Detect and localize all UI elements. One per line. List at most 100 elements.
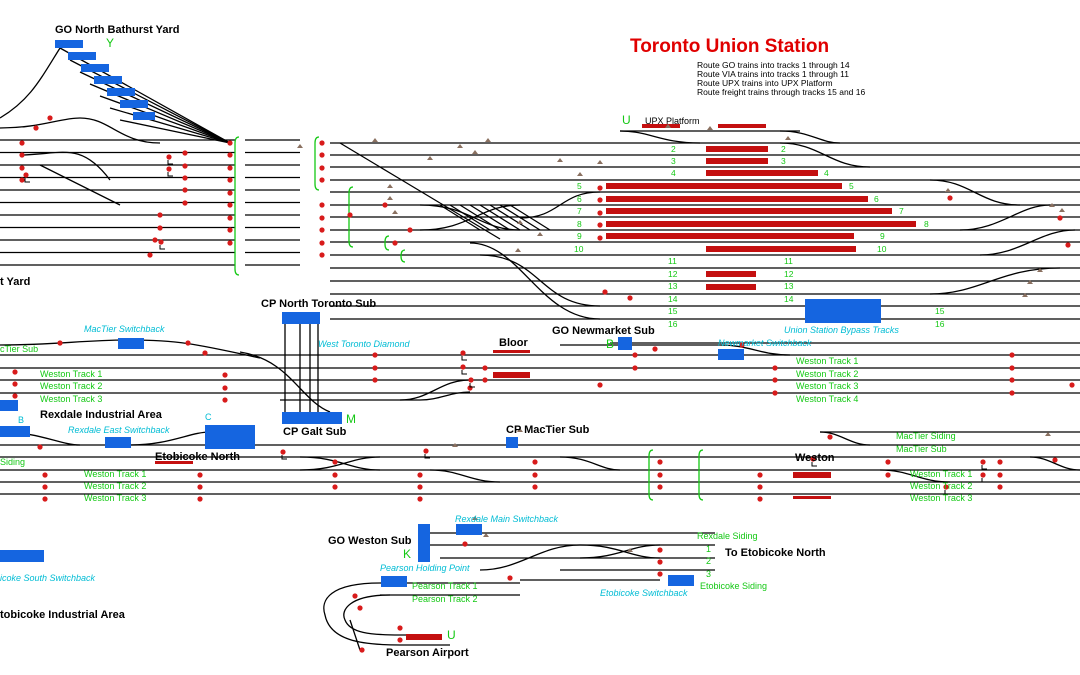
- block-section[interactable]: [282, 412, 342, 424]
- block-section[interactable]: [205, 425, 255, 449]
- signal-light[interactable]: [19, 140, 25, 146]
- block-section[interactable]: [133, 112, 155, 120]
- signal-light[interactable]: [352, 593, 358, 599]
- signal-light[interactable]: [757, 484, 763, 490]
- signal-light[interactable]: [602, 289, 608, 295]
- signal-light[interactable]: [19, 152, 25, 158]
- signal-light[interactable]: [222, 372, 228, 378]
- signal-light[interactable]: [157, 225, 163, 231]
- signal-light[interactable]: [627, 295, 633, 301]
- block-section[interactable]: [618, 337, 632, 350]
- block-section[interactable]: [118, 338, 144, 349]
- signal-light[interactable]: [482, 377, 488, 383]
- signal-light[interactable]: [997, 472, 1003, 478]
- signal-light[interactable]: [657, 559, 663, 565]
- signal-light[interactable]: [319, 152, 325, 158]
- signal-light[interactable]: [319, 252, 325, 258]
- signal-light[interactable]: [772, 390, 778, 396]
- signal-light[interactable]: [397, 637, 403, 643]
- signal-light[interactable]: [12, 393, 18, 399]
- signal-light[interactable]: [182, 163, 188, 169]
- signal-light[interactable]: [810, 456, 816, 462]
- signal-light[interactable]: [597, 210, 603, 216]
- signal-light[interactable]: [372, 377, 378, 383]
- signal-light[interactable]: [57, 340, 63, 346]
- signal-light[interactable]: [19, 165, 25, 171]
- signal-light[interactable]: [319, 177, 325, 183]
- signal-light[interactable]: [12, 369, 18, 375]
- block-section[interactable]: [120, 100, 148, 108]
- signal-light[interactable]: [757, 496, 763, 502]
- signal-light[interactable]: [947, 195, 953, 201]
- signal-light[interactable]: [166, 166, 172, 172]
- signal-light[interactable]: [37, 444, 43, 450]
- block-section[interactable]: [456, 524, 482, 535]
- signal-light[interactable]: [657, 547, 663, 553]
- block-section[interactable]: [282, 312, 320, 324]
- signal-light[interactable]: [182, 187, 188, 193]
- signal-light[interactable]: [657, 472, 663, 478]
- signal-light[interactable]: [417, 484, 423, 490]
- block-sections[interactable]: [0, 40, 881, 587]
- block-section[interactable]: [105, 437, 131, 448]
- signal-light[interactable]: [42, 496, 48, 502]
- signal-light[interactable]: [632, 365, 638, 371]
- signal-light[interactable]: [227, 190, 233, 196]
- block-section[interactable]: [55, 40, 83, 48]
- signal-light[interactable]: [332, 459, 338, 465]
- signal-light[interactable]: [462, 541, 468, 547]
- signal-light[interactable]: [319, 240, 325, 246]
- signal-light[interactable]: [33, 125, 39, 131]
- signal-light[interactable]: [222, 397, 228, 403]
- signal-light[interactable]: [1057, 215, 1063, 221]
- block-section[interactable]: [0, 426, 30, 437]
- signal-light[interactable]: [1052, 457, 1058, 463]
- signal-light[interactable]: [407, 227, 413, 233]
- signal-light[interactable]: [757, 472, 763, 478]
- signal-light[interactable]: [19, 177, 25, 183]
- signal-light[interactable]: [280, 449, 286, 455]
- signal-light[interactable]: [332, 484, 338, 490]
- signal-light[interactable]: [597, 185, 603, 191]
- signal-light[interactable]: [1069, 382, 1075, 388]
- signal-light[interactable]: [197, 472, 203, 478]
- signal-light[interactable]: [827, 434, 833, 440]
- signal-light[interactable]: [47, 115, 53, 121]
- signal-light[interactable]: [597, 235, 603, 241]
- block-section[interactable]: [668, 575, 694, 586]
- signal-light[interactable]: [372, 365, 378, 371]
- signal-light[interactable]: [1065, 242, 1071, 248]
- signal-light[interactable]: [885, 472, 891, 478]
- block-section[interactable]: [418, 524, 430, 562]
- block-section[interactable]: [0, 550, 44, 562]
- signal-light[interactable]: [182, 150, 188, 156]
- signal-light[interactable]: [319, 227, 325, 233]
- signal-light[interactable]: [227, 227, 233, 233]
- signal-light[interactable]: [943, 484, 949, 490]
- signal-light[interactable]: [652, 346, 658, 352]
- signal-light[interactable]: [12, 381, 18, 387]
- signal-light[interactable]: [182, 200, 188, 206]
- signal-light[interactable]: [482, 365, 488, 371]
- signal-light[interactable]: [158, 239, 164, 245]
- signal-light[interactable]: [202, 350, 208, 356]
- block-section[interactable]: [506, 437, 518, 448]
- signal-light[interactable]: [42, 472, 48, 478]
- signal-light[interactable]: [657, 484, 663, 490]
- signal-light[interactable]: [423, 448, 429, 454]
- signal-light[interactable]: [532, 459, 538, 465]
- signal-light[interactable]: [42, 484, 48, 490]
- signal-light[interactable]: [772, 377, 778, 383]
- block-section[interactable]: [81, 64, 109, 72]
- signal-light[interactable]: [657, 571, 663, 577]
- signal-light[interactable]: [197, 496, 203, 502]
- signal-light[interactable]: [319, 215, 325, 221]
- signal-light[interactable]: [372, 352, 378, 358]
- signal-light[interactable]: [597, 382, 603, 388]
- signal-light[interactable]: [1009, 365, 1015, 371]
- signal-light[interactable]: [227, 202, 233, 208]
- signal-light[interactable]: [332, 472, 338, 478]
- signal-light[interactable]: [460, 364, 466, 370]
- signal-light[interactable]: [417, 472, 423, 478]
- signal-light[interactable]: [227, 215, 233, 221]
